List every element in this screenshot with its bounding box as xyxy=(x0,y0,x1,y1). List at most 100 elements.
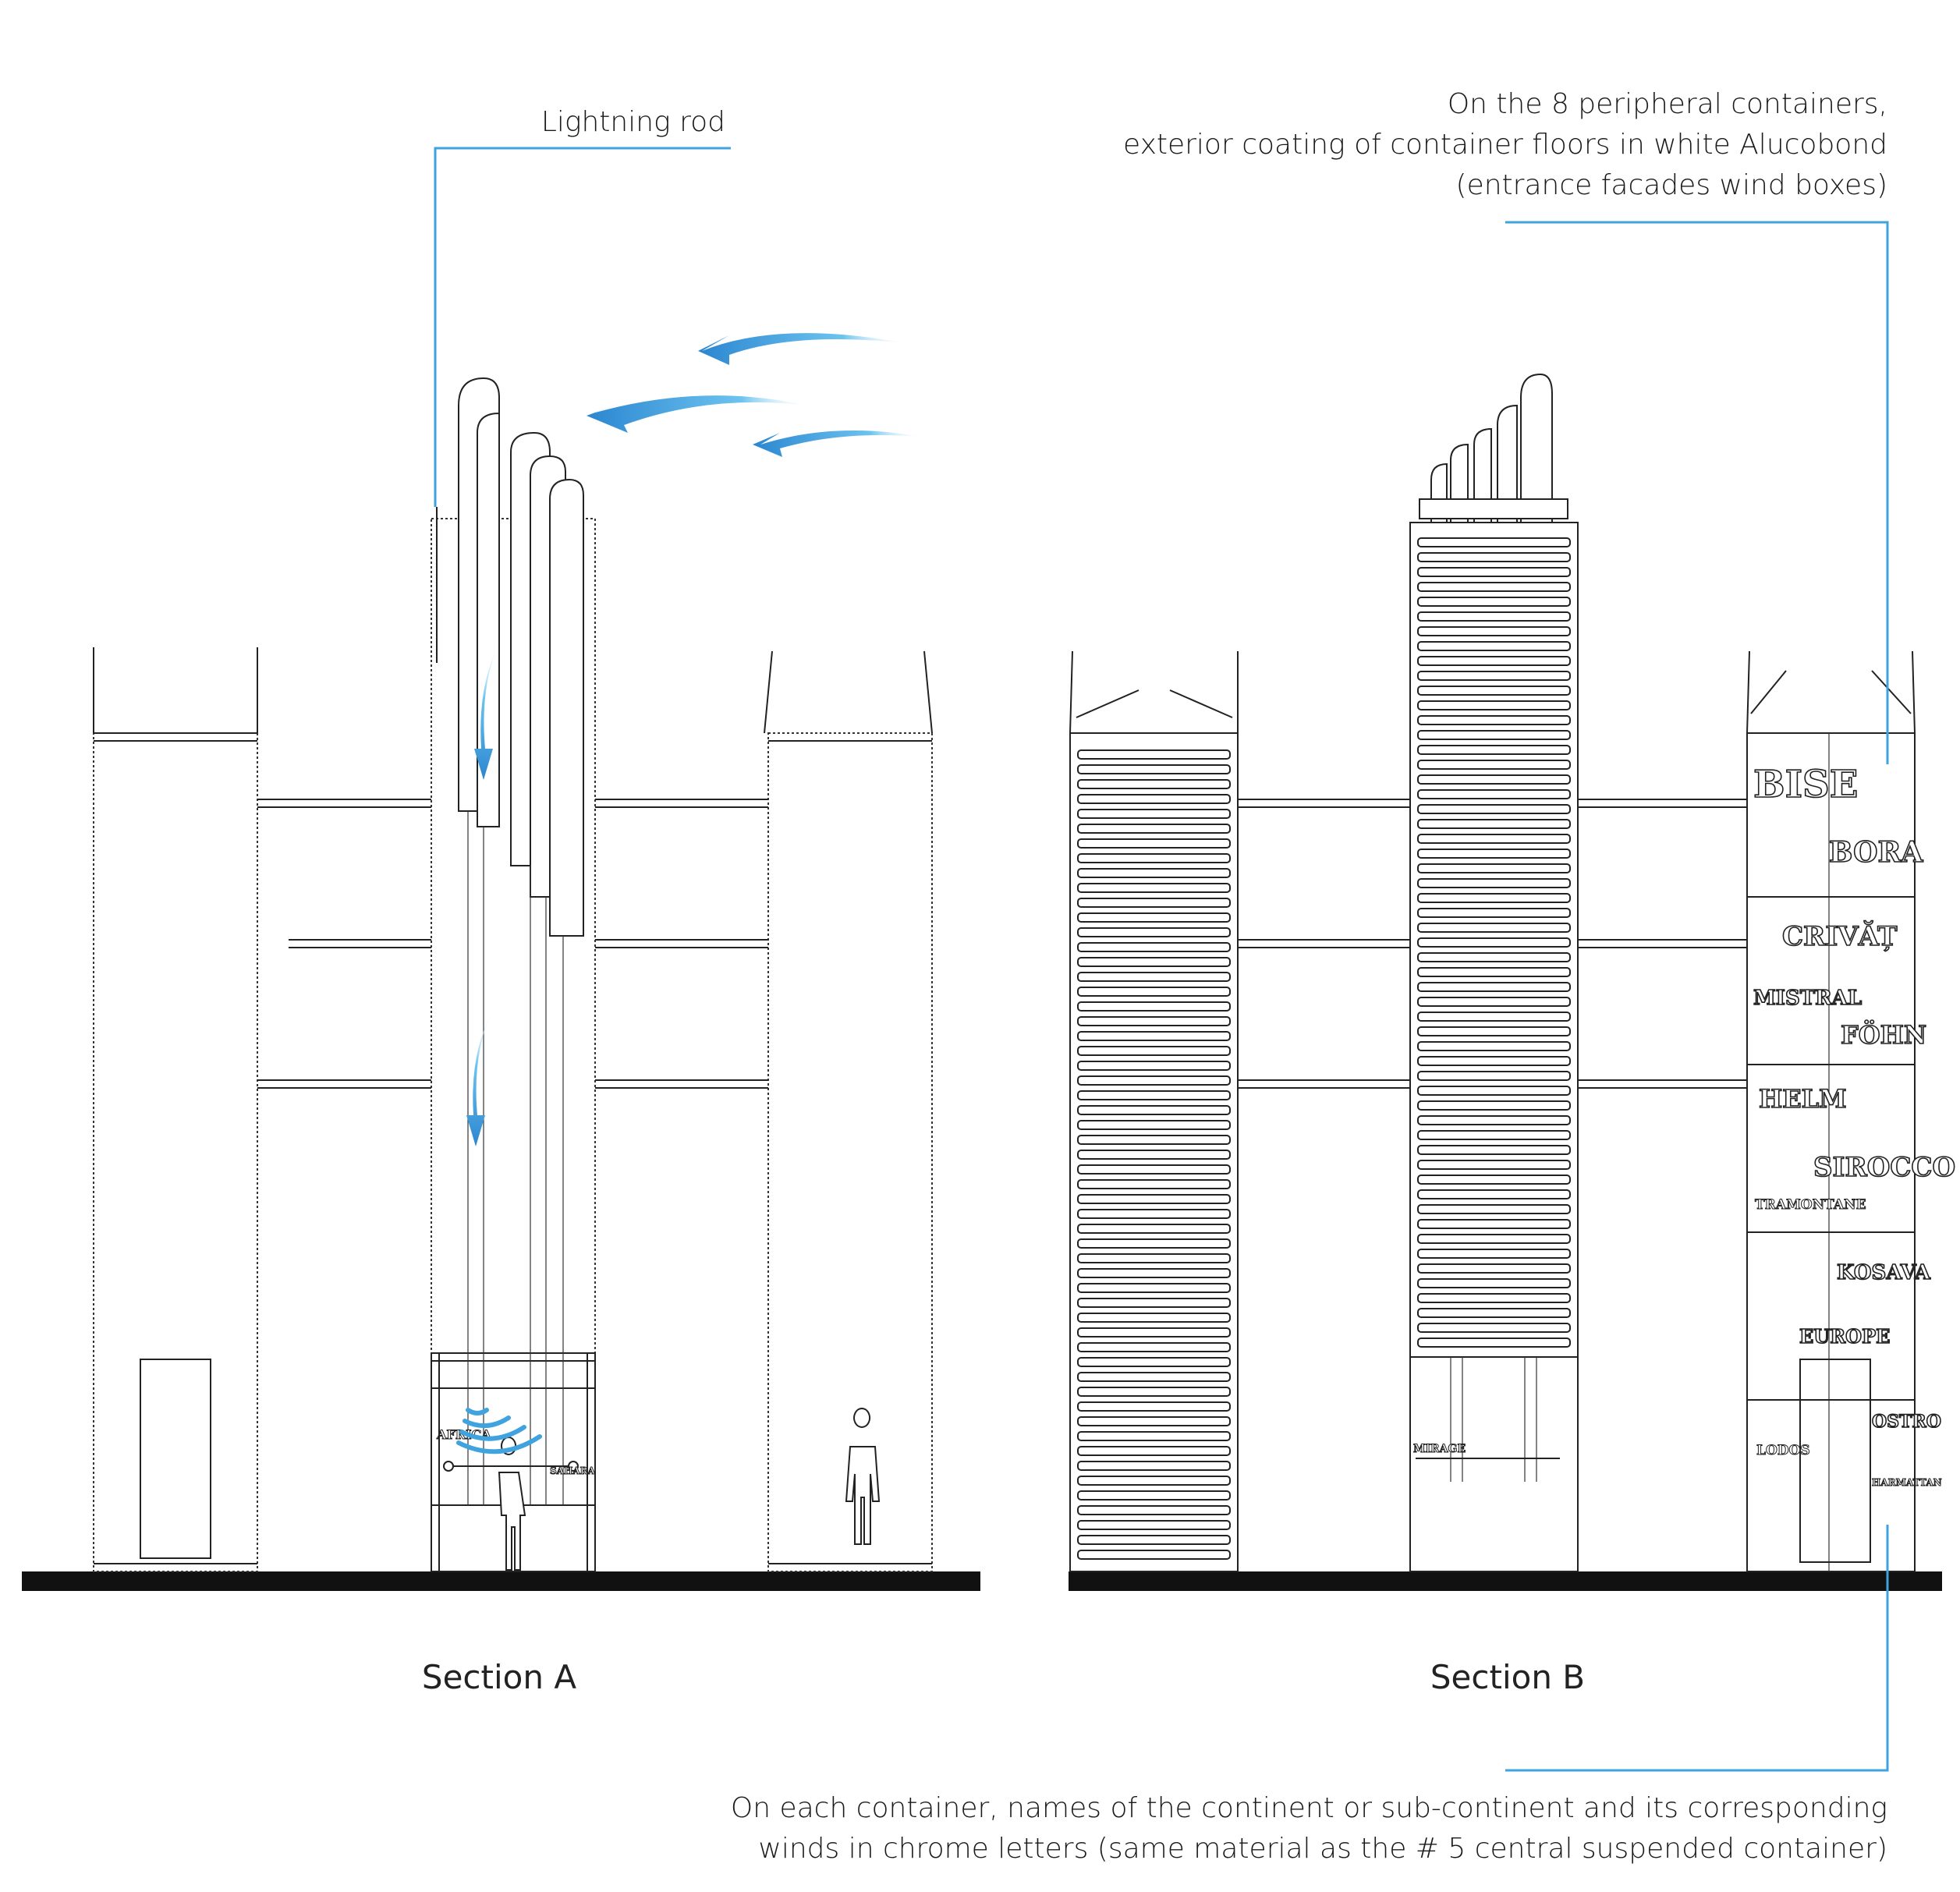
wind-name-europe: EUROPE xyxy=(1799,1325,1890,1348)
container-slat xyxy=(1417,626,1571,636)
peripheral-coating-note: On the 8 peripheral containers, exterior… xyxy=(1123,88,1887,201)
svg-text:winds in chrome letters (same: winds in chrome letters (same material a… xyxy=(758,1833,1887,1865)
container-slat xyxy=(1077,1446,1231,1456)
container-slat xyxy=(1417,700,1571,710)
svg-text:(entrance facades wind boxes): (entrance facades wind boxes) xyxy=(1456,169,1887,201)
container-slat xyxy=(1077,1461,1231,1471)
container-slat xyxy=(1077,1520,1231,1530)
container-slat xyxy=(1077,1001,1231,1012)
container-slat xyxy=(1417,1012,1571,1022)
sahara-label: SAHARA xyxy=(550,1465,596,1476)
container-slat xyxy=(1417,1308,1571,1318)
wind-arrow-icon xyxy=(466,643,499,1146)
wind-name-helm: HELM xyxy=(1759,1084,1847,1114)
svg-text:exterior coating of container: exterior coating of container floors in … xyxy=(1123,129,1887,161)
section-b-drawing: MIRAGE BISE BORA CRIVĂȚ MISTRAL xyxy=(1069,373,1956,1572)
wind-name-bora: BORA xyxy=(1829,836,1923,869)
container-slat xyxy=(1077,824,1231,834)
container-slat xyxy=(1417,908,1571,918)
container-slat xyxy=(1077,972,1231,982)
container-slat xyxy=(1077,1090,1231,1100)
container-slat xyxy=(1417,537,1571,547)
container-slat xyxy=(1417,730,1571,740)
container-slat xyxy=(1417,952,1571,962)
container-slat xyxy=(1077,1253,1231,1263)
container-slat xyxy=(1077,1476,1231,1486)
container-slat xyxy=(1077,883,1231,893)
container-slat xyxy=(1417,1263,1571,1274)
container-slat xyxy=(1077,1105,1231,1115)
container-slat xyxy=(1077,1313,1231,1323)
container-slat xyxy=(1417,1086,1571,1096)
container-slat xyxy=(1077,1490,1231,1500)
container-slat xyxy=(1417,745,1571,755)
wind-name-tramontane: TRAMONTANE xyxy=(1755,1197,1866,1213)
container-slat xyxy=(1077,1431,1231,1441)
container-slat xyxy=(1417,597,1571,607)
container-slat xyxy=(1077,779,1231,789)
container-slat xyxy=(1417,819,1571,829)
container-slat xyxy=(1077,1150,1231,1160)
person-silhouette-icon xyxy=(498,1437,526,1571)
container-slat xyxy=(1077,1327,1231,1338)
container-slat xyxy=(1077,1016,1231,1026)
container-slat xyxy=(1077,1387,1231,1397)
container-slat xyxy=(1077,1224,1231,1234)
container-slat xyxy=(1417,611,1571,622)
container-slat xyxy=(1077,764,1231,774)
container-slat xyxy=(1077,749,1231,760)
container-slat xyxy=(1077,1209,1231,1219)
container-slat xyxy=(1417,552,1571,562)
container-slat xyxy=(1077,1046,1231,1056)
container-slat xyxy=(1077,1342,1231,1352)
container-slat xyxy=(1077,838,1231,849)
svg-text:On each container, names of th: On each container, names of the continen… xyxy=(731,1792,1887,1824)
container-slat xyxy=(1417,1100,1571,1111)
container-slat xyxy=(1077,1135,1231,1145)
container-slat xyxy=(1417,982,1571,992)
lightning-rod-note: Lightning rod xyxy=(541,106,725,138)
container-slat xyxy=(1417,1160,1571,1170)
wind-wave-icon xyxy=(456,1408,542,1454)
wind-name-lodos: LODOS xyxy=(1756,1443,1810,1458)
container-slat xyxy=(1077,1550,1231,1560)
container-slat xyxy=(1417,1234,1571,1244)
container-slat xyxy=(1077,1298,1231,1308)
container-slats xyxy=(1077,749,1231,1560)
container-slat xyxy=(1077,1357,1231,1367)
container-slat xyxy=(1417,686,1571,696)
container-slat xyxy=(1417,863,1571,873)
container-slat xyxy=(1077,1268,1231,1278)
container-slat xyxy=(1417,997,1571,1007)
wind-chimney-pipes xyxy=(443,377,584,1505)
container-slat xyxy=(1077,1179,1231,1189)
container-slat xyxy=(1417,1071,1571,1081)
container-slat xyxy=(1417,789,1571,799)
container-slat xyxy=(1077,957,1231,967)
svg-text:On the 8 peripheral containers: On the 8 peripheral containers, xyxy=(1448,88,1887,120)
section-b-title: Section B xyxy=(1430,1658,1585,1696)
container-slat xyxy=(1417,923,1571,933)
container-slat xyxy=(1417,760,1571,770)
container-slat xyxy=(1077,898,1231,908)
person-silhouette-icon xyxy=(845,1408,881,1545)
container-slat xyxy=(1417,671,1571,681)
wind-name-bise: BISE xyxy=(1753,763,1858,806)
wind-arrow-icon xyxy=(587,333,920,457)
container-slat xyxy=(1417,1056,1571,1066)
container-slat xyxy=(1077,868,1231,878)
leader-lines xyxy=(434,147,1889,1772)
container-slat xyxy=(1077,794,1231,804)
container-slat xyxy=(1077,1164,1231,1175)
container-slat xyxy=(1417,715,1571,725)
container-slat xyxy=(1417,1115,1571,1125)
container-slat xyxy=(1417,1278,1571,1288)
container-slat xyxy=(1417,1130,1571,1140)
container-slat xyxy=(1417,937,1571,948)
container-slat xyxy=(1417,1323,1571,1333)
container-slat xyxy=(1417,1026,1571,1036)
container-slat xyxy=(1417,1338,1571,1348)
container-slat xyxy=(1417,1145,1571,1155)
container-slats xyxy=(1417,537,1571,1348)
